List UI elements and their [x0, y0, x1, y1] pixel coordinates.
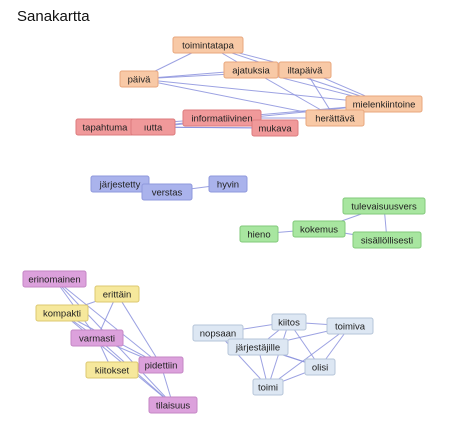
- node-label-herattava: herättävä: [315, 113, 355, 124]
- node-box-informatiivinen: [182, 109, 262, 127]
- node-label-jarjestajille: järjestäjille: [235, 342, 280, 353]
- node-box-verstas: [141, 183, 193, 201]
- node-box-kiitokset: [85, 361, 139, 379]
- node-box-kokemus: [292, 220, 346, 238]
- node-label-mielenkiintoinen: mielenkiintoine: [353, 99, 416, 110]
- node-erinomainen[interactable]: erinomainen: [22, 270, 87, 288]
- node-verstas[interactable]: verstas: [141, 183, 193, 201]
- node-box-kompakti: [35, 304, 89, 322]
- node-label-erinomainen: erinomainen: [28, 274, 80, 285]
- node-tulevaisuus[interactable]: tulevaisuusvers: [342, 197, 426, 215]
- node-label-varmasti: varmasti: [79, 333, 115, 344]
- node-tapahtuma[interactable]: tapahtuma: [75, 118, 135, 136]
- node-herattava[interactable]: herättävä: [305, 109, 365, 127]
- node-toimiva[interactable]: toimiva: [326, 317, 374, 335]
- node-erittain[interactable]: erittäin: [94, 285, 140, 303]
- node-jarjestetty[interactable]: järjestetty: [90, 175, 150, 193]
- node-jarjestajille[interactable]: järjestäjille: [227, 338, 289, 356]
- node-label-ajatuksia: ajatuksia: [232, 65, 270, 76]
- node-box-toimiva: [326, 317, 374, 335]
- node-label-toimintatapa: toimintatapa: [182, 40, 234, 51]
- node-box-mukava: [251, 119, 299, 137]
- node-label-pidettiin: pidettiin: [145, 360, 178, 371]
- node-box-herattava: [305, 109, 365, 127]
- node-label-kiitokset: kiitokset: [95, 365, 130, 376]
- node-box-kiitos: [271, 313, 307, 331]
- node-label-sisallollisesti: sisällöllisesti: [361, 235, 413, 246]
- node-label-tapahtuma: tapahtuma: [83, 122, 129, 133]
- edge-toimiva-toimi: [267, 325, 351, 388]
- node-tilaisuus[interactable]: tilaisuus: [148, 396, 198, 414]
- node-varmasti[interactable]: varmasti: [70, 329, 124, 347]
- node-kompakti[interactable]: kompakti: [35, 304, 89, 322]
- node-informatiivinen[interactable]: informatiivinen: [182, 109, 262, 127]
- node-box-hieno: [239, 225, 279, 243]
- page-title: Sanakartta: [17, 8, 90, 25]
- node-label-iltapaiva: iltapäivä: [288, 65, 324, 76]
- node-box-erinomainen: [22, 270, 87, 288]
- node-label-jarjestetty: järjestetty: [99, 179, 141, 190]
- node-iltapaiva[interactable]: iltapäivä: [278, 61, 332, 79]
- node-label-kokemus: kokemus: [300, 224, 338, 235]
- node-pidettiin[interactable]: pidettiin: [138, 356, 184, 374]
- node-ajatuksia[interactable]: ajatuksia: [223, 61, 279, 79]
- nodes-layer: toimintatapa päivä ajatuksia iltapäivä miele…: [22, 36, 426, 414]
- node-box-hyvin: [208, 175, 248, 193]
- node-box-luttu: [130, 118, 176, 136]
- node-kokemus[interactable]: kokemus: [292, 220, 346, 238]
- node-hyvin[interactable]: hyvin: [208, 175, 248, 193]
- node-box-mielenkiintoinen: [345, 95, 423, 113]
- node-box-tulevaisuus: [342, 197, 426, 215]
- node-label-hyvin: hyvin: [217, 179, 239, 190]
- node-box-nopsaan: [192, 324, 244, 342]
- node-nopsaan[interactable]: nopsaan: [192, 324, 244, 342]
- node-label-toimi: toimi: [258, 382, 278, 393]
- node-box-erittain: [94, 285, 140, 303]
- edge-paiva-mielenkiintoinen: [138, 78, 385, 105]
- edge-erinomainen-pidettiin: [54, 278, 162, 366]
- node-label-tulevaisuus: tulevaisuusvers: [351, 201, 417, 212]
- node-label-paiva: päivä: [128, 74, 151, 85]
- node-label-nopsaan: nopsaan: [200, 328, 236, 339]
- node-box-sisallollisesti: [352, 231, 422, 249]
- node-box-toimintatapa: [172, 36, 244, 54]
- node-sisallollisesti[interactable]: sisällöllisesti: [352, 231, 422, 249]
- node-label-olisi: olisi: [312, 362, 328, 373]
- node-luttu[interactable]: ıutta: [130, 118, 176, 136]
- node-label-tilaisuus: tilaisuus: [156, 400, 191, 411]
- node-toimi[interactable]: toimi: [252, 378, 284, 396]
- node-box-toimi: [252, 378, 284, 396]
- edge-erittain-pidettiin: [116, 293, 162, 366]
- node-label-hieno: hieno: [247, 229, 270, 240]
- node-label-mukava: mukava: [258, 123, 292, 134]
- node-label-toimiva: toimiva: [335, 321, 366, 332]
- node-label-kiitos: kiitos: [278, 317, 300, 328]
- node-olisi[interactable]: olisi: [304, 358, 336, 376]
- node-mukava[interactable]: mukava: [251, 119, 299, 137]
- node-mielenkiintoinen[interactable]: mielenkiintoine: [345, 95, 423, 113]
- node-box-pidettiin: [138, 356, 184, 374]
- node-label-erittain: erittäin: [103, 289, 132, 300]
- node-box-jarjestajille: [227, 338, 289, 356]
- node-box-varmasti: [70, 329, 124, 347]
- node-box-olisi: [304, 358, 336, 376]
- edge-nopsaan-toimi: [217, 332, 269, 388]
- node-kiitos[interactable]: kiitos: [271, 313, 307, 331]
- node-paiva[interactable]: päivä: [119, 70, 159, 88]
- node-box-tilaisuus: [148, 396, 198, 414]
- node-box-ajatuksia: [223, 61, 279, 79]
- node-toimintatapa[interactable]: toimintatapa: [172, 36, 244, 54]
- node-label-luttu: ıutta: [144, 122, 163, 133]
- node-box-paiva: [119, 70, 159, 88]
- node-hieno[interactable]: hieno: [239, 225, 279, 243]
- node-box-iltapaiva: [278, 61, 332, 79]
- edge-kompakti-tilaisuus: [61, 312, 174, 406]
- node-label-informatiivinen: informatiivinen: [191, 113, 252, 124]
- node-label-kompakti: kompakti: [43, 308, 81, 319]
- node-label-verstas: verstas: [152, 187, 183, 198]
- node-kiitokset[interactable]: kiitokset: [85, 361, 139, 379]
